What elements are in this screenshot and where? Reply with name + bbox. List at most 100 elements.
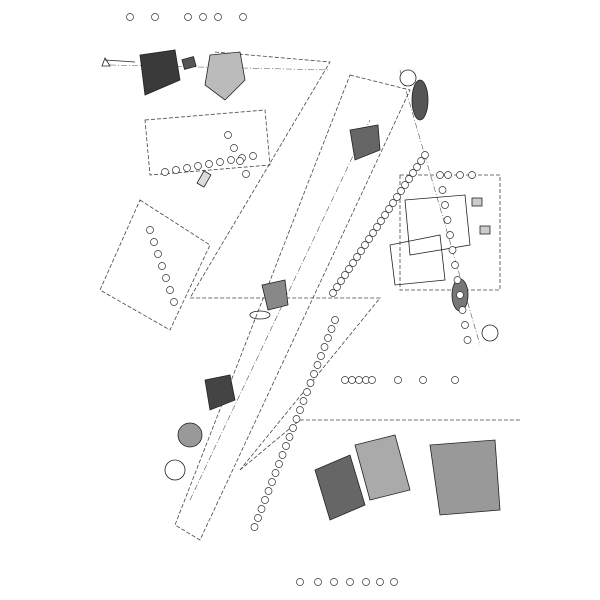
callout-bubble <box>337 277 345 285</box>
callout-bubble <box>285 433 294 441</box>
callout-bubble <box>341 376 349 384</box>
part-wheel-large <box>411 79 429 121</box>
callout-bubble <box>205 160 213 168</box>
callout-bubble <box>320 343 329 351</box>
outline-center-band <box>174 74 411 541</box>
callout-bubble <box>353 253 361 261</box>
callout-bubble <box>365 235 373 243</box>
callout-bubble <box>443 216 452 224</box>
callout-bubble <box>331 316 339 324</box>
callout-bubble <box>349 259 357 267</box>
part-frame-lower <box>389 234 446 286</box>
part-carry-handle <box>139 49 181 96</box>
parts <box>101 49 501 521</box>
callout-bubble <box>199 13 207 21</box>
callout-bubble <box>170 298 178 306</box>
callout-bubble <box>345 265 353 273</box>
callout-bubble <box>236 157 244 165</box>
callout-bubble <box>324 334 332 342</box>
callout-bubble <box>250 523 259 531</box>
callout-bubble <box>214 13 222 21</box>
callout-bubble <box>289 424 297 432</box>
part-top-cover <box>349 124 381 161</box>
callout-bubble <box>146 226 154 234</box>
callout-bubble <box>348 376 356 384</box>
callout-bubble <box>299 397 308 405</box>
callout-bubble <box>296 578 304 586</box>
callout-bubble <box>463 336 472 344</box>
callout-bubble <box>242 170 250 178</box>
callout-bubble <box>381 211 389 219</box>
callout-bubble <box>373 223 381 231</box>
part-case-front <box>314 454 366 521</box>
callout-bubble <box>216 158 224 166</box>
callout-bubble <box>393 193 401 201</box>
callout-bubble <box>453 276 462 284</box>
callout-bubble <box>421 151 429 159</box>
part-wheel-top <box>399 69 417 87</box>
callout-bubble <box>126 13 134 21</box>
outline-hardware-group <box>99 199 211 331</box>
callout-bubble <box>376 578 384 586</box>
callout-bubble <box>417 157 425 165</box>
callout-bubble <box>154 250 162 258</box>
callout-bubble <box>230 144 238 152</box>
callout-bubble <box>327 325 336 333</box>
callout-bubble <box>446 231 454 239</box>
callout-bubble <box>361 241 369 249</box>
callout-bubbles <box>126 13 476 586</box>
callout-bubble <box>456 291 464 299</box>
callout-bubble <box>397 187 405 195</box>
callout-bubble <box>444 171 452 179</box>
part-wheel-bottom <box>481 324 499 342</box>
callout-bubble <box>419 376 427 384</box>
part-stator <box>204 374 236 411</box>
callout-bubble <box>158 262 166 270</box>
callout-bubble <box>357 247 365 255</box>
callout-bubble <box>292 415 301 423</box>
callout-bubble <box>268 478 276 486</box>
callout-bubble <box>166 286 174 294</box>
part-frame <box>404 194 471 256</box>
callout-bubble <box>456 171 464 179</box>
part-flywheel <box>164 459 186 481</box>
callout-bubble <box>257 505 266 513</box>
callout-bubble <box>172 166 180 174</box>
callout-bubble <box>296 406 304 414</box>
part-knob <box>181 56 197 70</box>
callout-bubble <box>441 201 449 209</box>
callout-bubble <box>278 451 287 459</box>
callout-bubble <box>264 487 273 495</box>
part-control-housing <box>204 51 246 101</box>
callout-bubble <box>458 306 467 314</box>
callout-bubble <box>249 152 257 160</box>
callout-bubble <box>254 514 262 522</box>
callout-bubble <box>401 181 409 189</box>
callout-bubble <box>184 13 192 21</box>
callout-bubble <box>310 370 318 378</box>
part-panel <box>354 434 411 501</box>
part-rotor <box>177 422 203 448</box>
callout-bubble <box>303 388 311 396</box>
callout-bubble <box>385 205 393 213</box>
callout-bubble <box>333 283 341 291</box>
callout-bubble <box>227 156 235 164</box>
callout-bubble <box>346 578 354 586</box>
callout-bubble <box>313 361 322 369</box>
callout-bubble <box>451 376 459 384</box>
part-fuel-cap <box>196 170 212 188</box>
callout-bubble <box>368 376 376 384</box>
callout-bubble <box>341 271 349 279</box>
part-block-a <box>471 197 483 207</box>
axis-lines <box>109 64 481 501</box>
callout-bubble <box>183 164 191 172</box>
part-pull-handle <box>101 57 136 67</box>
callout-bubble <box>468 171 476 179</box>
callout-bubble <box>271 469 280 477</box>
callout-bubble <box>194 162 202 170</box>
callout-bubble <box>161 168 169 176</box>
callout-bubble <box>329 289 337 297</box>
callout-bubble <box>389 199 397 207</box>
part-ring <box>249 310 271 320</box>
